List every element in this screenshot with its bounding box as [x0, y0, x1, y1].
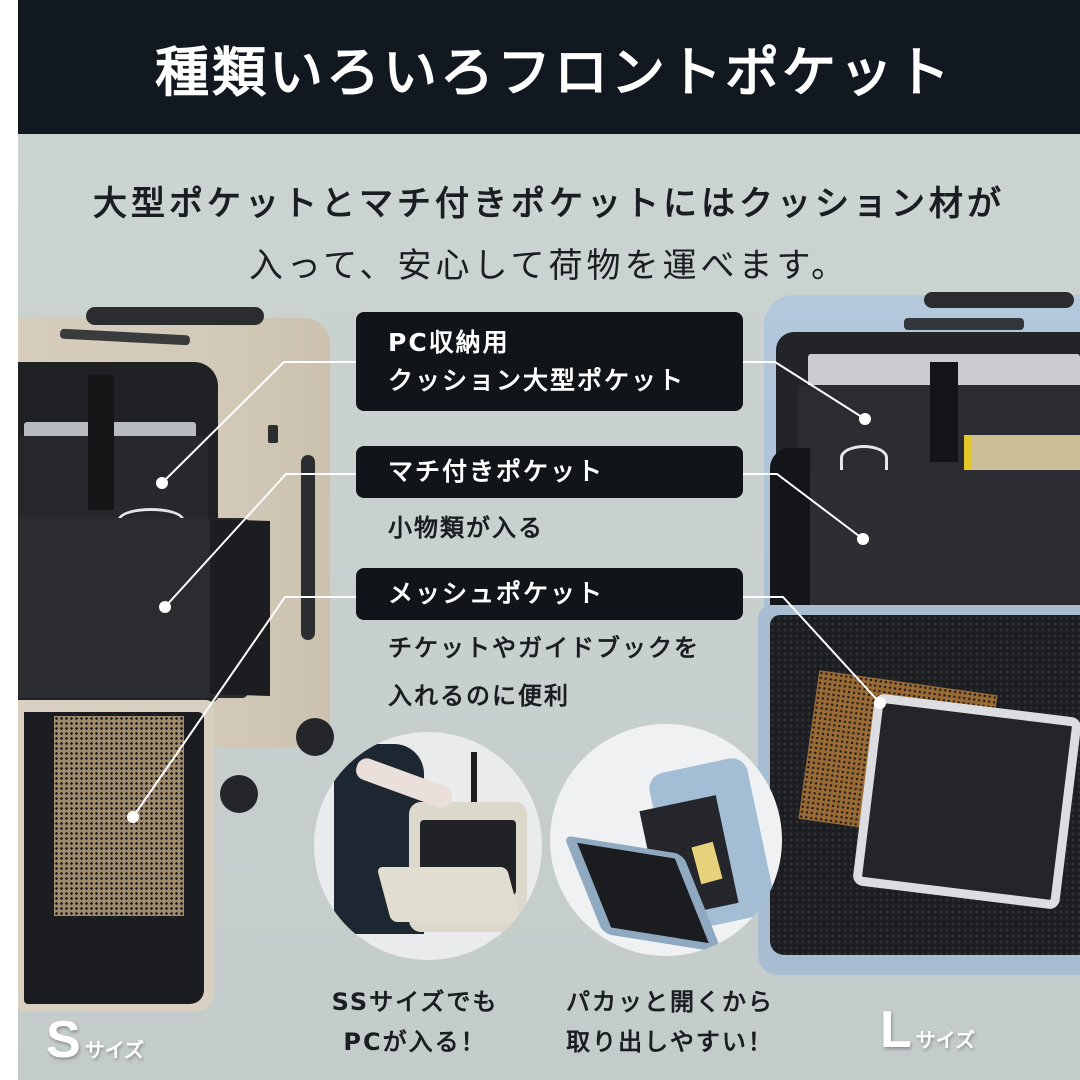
wheel-icon	[220, 775, 258, 813]
suitcase-l-top-handle	[924, 292, 1074, 308]
label-mesh-title: メッシュポケット	[388, 579, 605, 608]
suitcase-s-top-handle	[86, 307, 264, 325]
mesh-pocket-description-2: 入れるのに便利	[388, 682, 570, 710]
caption-line-1: SSサイズでも	[331, 988, 499, 1016]
photo-easy-open	[550, 724, 782, 956]
label-pc-cushion-line-1: PC収納用	[388, 328, 510, 357]
suitcase-s-gusset-pocket	[18, 518, 248, 698]
callout-lines	[127, 361, 886, 823]
size-letter: L	[880, 1001, 912, 1059]
suitcase-l-lock	[904, 318, 1024, 330]
caption-line-1: パカッと開くから	[566, 988, 774, 1016]
callout-dot	[156, 477, 168, 489]
callout-dot	[127, 811, 139, 823]
callout-dot	[874, 697, 886, 709]
suitcase-l-strap	[930, 362, 958, 462]
label-gusset-title: マチ付きポケット	[388, 457, 605, 486]
label-pc-cushion-pocket: PC収納用 クッション大型ポケット	[356, 312, 743, 411]
callout-dot	[859, 413, 871, 425]
wheel-icon	[296, 718, 334, 756]
lead-text-line-2: 入って、安心して荷物を運べます。	[248, 246, 850, 286]
suitcase-s-mesh-pocket	[54, 716, 184, 916]
size-word: サイズ	[84, 1038, 145, 1062]
label-pc-cushion-line-2: クッション大型ポケット	[388, 366, 686, 395]
callout-dot	[159, 601, 171, 613]
suitcase-s-strap	[88, 375, 114, 510]
suitcase-l-gusset-side	[770, 448, 810, 613]
label-mesh-pocket: メッシュポケット	[356, 568, 743, 620]
callout-dot	[857, 533, 869, 545]
caption-line-2: 取り出しやすい！	[566, 1028, 774, 1056]
small-suitcase-lid	[376, 867, 522, 922]
photo-ss-size-pc	[314, 732, 542, 960]
suitcase-l-cable	[840, 445, 888, 470]
size-letter: S	[46, 1011, 81, 1069]
suitcase-s-side-handle	[301, 455, 315, 640]
suitcase-s-logo-tag	[268, 425, 278, 443]
product-feature-canvas: 種類いろいろフロントポケット 大型ポケットとマチ付きポケットにはクッション材が …	[18, 0, 1080, 1080]
size-word: サイズ	[915, 1028, 976, 1052]
lead-text-line-1: 大型ポケットとマチ付きポケットにはクッション材が	[93, 184, 1005, 224]
photo-caption-easy-open: パカッと開くから 取り出しやすい！	[540, 982, 800, 1062]
label-gusset-pocket: マチ付きポケット	[356, 446, 743, 498]
photo-caption-ss-size: SSサイズでも PCが入る！	[310, 982, 520, 1062]
mesh-pocket-description-1: チケットやガイドブックを	[388, 634, 700, 662]
header-banner: 種類いろいろフロントポケット	[18, 0, 1080, 134]
banner-title: 種類いろいろフロントポケット	[155, 40, 953, 104]
trolley-handle	[471, 752, 477, 807]
gusset-pocket-description: 小物類が入る	[388, 514, 544, 542]
caption-line-2: PCが入る！	[343, 1028, 487, 1056]
